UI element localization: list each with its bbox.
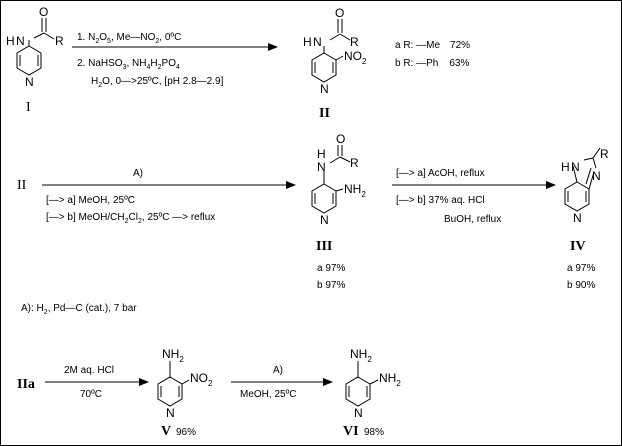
compound-II: O H N R NO2 N II bbox=[303, 6, 367, 121]
compound-V: NH2 NO2 N V 96% bbox=[157, 347, 213, 439]
compound-IV-atom-N-right: N bbox=[592, 169, 601, 183]
step2-condition-b: [—> b] MeOH/CH2Cl2, 25ºC —> reflux bbox=[46, 212, 215, 225]
compound-VI-amine-right: NH2 bbox=[379, 371, 401, 388]
step1-conditions-line2: 2. NaHSO3, NH4H2PO4 bbox=[77, 58, 180, 71]
compound-VI: NH2 NH2 N VI 98% bbox=[343, 347, 401, 439]
compound-V-label: V bbox=[161, 424, 171, 439]
compound-VI-label: VI bbox=[343, 424, 359, 439]
compound-VI-amine-top: NH2 bbox=[350, 347, 372, 364]
compound-V-ring bbox=[157, 376, 183, 407]
compound-IV-atom-N-top: N bbox=[571, 160, 580, 174]
compound-II-label: II bbox=[319, 106, 330, 121]
compound-II-ring bbox=[311, 52, 337, 83]
compound-III-ring bbox=[311, 183, 337, 214]
step3-reaction: [—> a] AcOH, reflux [—> b] 37% aq. HCl B… bbox=[392, 168, 556, 225]
step5-below: MeOH, 25ºC bbox=[240, 389, 296, 400]
compound-I-label: I bbox=[26, 100, 31, 115]
step5-above: A) bbox=[273, 365, 283, 376]
compound-III-atom-H: H bbox=[317, 147, 326, 161]
compound-III-atom-N: N bbox=[317, 160, 326, 174]
compound-I-atom-H: H bbox=[6, 34, 15, 48]
step2-start-label: II bbox=[17, 178, 27, 193]
compound-II-atom-H: H bbox=[303, 35, 312, 49]
compound-IV: R H N N N IV a 97% b 90% bbox=[561, 147, 609, 291]
compound-II-ring-N: N bbox=[320, 82, 329, 96]
compound-VI-yield: 98% bbox=[364, 427, 384, 438]
compound-V-nitro: NO2 bbox=[190, 371, 213, 388]
compound-II-atom-R: R bbox=[350, 35, 359, 49]
step3-condition-a: [—> a] AcOH, reflux bbox=[396, 168, 485, 179]
compound-IV-label: IV bbox=[570, 239, 586, 254]
compound-VI-ring bbox=[345, 376, 371, 407]
compound-I-ring bbox=[16, 45, 42, 76]
compound-VI-ring-N: N bbox=[354, 406, 363, 420]
compound-III: O H N R NH2 N III a 97% b 97% bbox=[311, 132, 366, 291]
compound-I-atom-N: N bbox=[16, 34, 25, 48]
compound-III-atom-R: R bbox=[350, 156, 359, 170]
compound-II-atom-N: N bbox=[313, 35, 322, 49]
step2-condition-a: [—> a] MeOH, 25ºC bbox=[46, 195, 135, 206]
compound-I-atom-R: R bbox=[55, 34, 64, 48]
step1-reaction: 1. N2O5, Me—NO2, 0ºC 2. NaHSO3, NH4H2PO4… bbox=[72, 32, 278, 89]
compound-IV-atom-H: H bbox=[561, 160, 570, 174]
compound-III-label: III bbox=[316, 239, 332, 254]
step2-arrow-label: A) bbox=[133, 168, 143, 179]
step4-start-label: IIa bbox=[17, 377, 35, 392]
compound-IV-yield-b: b 90% bbox=[567, 280, 595, 291]
compound-III-yield-b: b 97% bbox=[317, 280, 345, 291]
footnote-condition-A: A): H2, Pd—C (cat.), 7 bar bbox=[21, 303, 137, 316]
step5-reaction: A) MeOH, 25ºC bbox=[231, 365, 333, 400]
compound-II-atom-O: O bbox=[335, 6, 344, 20]
compound-I-ring-N: N bbox=[25, 75, 34, 89]
compound-III-ring-N: N bbox=[320, 213, 329, 227]
compound-III-atom-O: O bbox=[336, 132, 345, 146]
step4-reaction: IIa 2M aq. HCl 70ºC bbox=[17, 365, 149, 400]
compound-IV-ring-N: N bbox=[573, 211, 582, 225]
step1-conditions-line3: H2O, 0—>25ºC, [pH 2.8—2.9] bbox=[91, 76, 224, 89]
compound-IV-pyridine bbox=[564, 181, 590, 212]
compound-V-ring-N: N bbox=[166, 406, 175, 420]
step1-conditions-line1: 1. N2O5, Me—NO2, 0ºC bbox=[77, 32, 181, 45]
compound-I-atom-O: O bbox=[39, 5, 48, 19]
step2-reaction: II A) [—> a] MeOH, 25ºC [—> b] MeOH/CH2C… bbox=[17, 168, 296, 225]
compound-IV-atom-R: R bbox=[600, 147, 609, 161]
compound-IV-yield-a: a 97% bbox=[567, 263, 595, 274]
compound-III-amine: NH2 bbox=[344, 182, 366, 199]
step3-condition-b: [—> b] 37% aq. HCl bbox=[396, 195, 485, 206]
compound-III-yield-a: a 97% bbox=[317, 263, 345, 274]
compound-II-nitro: NO2 bbox=[344, 49, 367, 66]
step4-below: 70ºC bbox=[80, 389, 102, 400]
step4-above: 2M aq. HCl bbox=[64, 365, 114, 376]
compound-I: O H N R N I bbox=[6, 5, 64, 115]
compound-V-yield: 96% bbox=[176, 427, 196, 438]
step3-condition-c: BuOH, reflux bbox=[444, 214, 501, 225]
compound-V-amine: NH2 bbox=[162, 347, 184, 364]
